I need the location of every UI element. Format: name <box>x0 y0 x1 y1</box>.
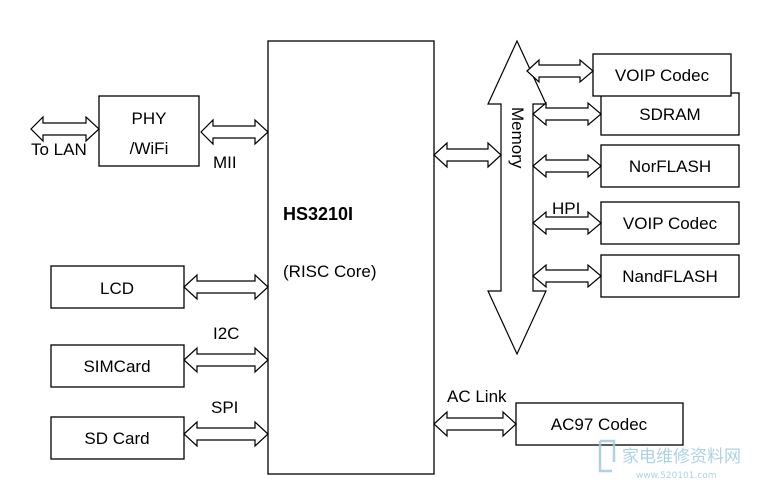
hpi-label: HPI <box>552 199 580 218</box>
lcd-block <box>50 265 185 309</box>
voip-codec-top-label: VOIP Codec <box>615 66 710 85</box>
nandflash-label: NandFLASH <box>622 267 717 286</box>
watermark: 家电维修资料网 www.520101.com <box>598 439 741 481</box>
lcd-link-arrow <box>183 273 269 301</box>
ac-link-arrow <box>433 410 517 438</box>
watermark-text: 家电维修资料网 <box>622 447 741 467</box>
norflash-arrow <box>532 153 602 179</box>
ac97-codec-label: AC97 Codec <box>551 415 648 434</box>
watermark-logo-icon <box>598 439 616 473</box>
sdcard-label: SD Card <box>84 429 149 448</box>
cpu-memory-arrow <box>433 141 502 169</box>
voip-codec-top-arrow <box>526 58 594 84</box>
norflash-label: NorFLASH <box>629 157 711 176</box>
to-lan-label: To LAN <box>31 140 87 159</box>
cpu-core-label: (RISC Core) <box>283 262 377 281</box>
sdram-label: SDRAM <box>639 105 700 124</box>
simcard-block <box>50 344 185 388</box>
lcd-label: LCD <box>100 279 134 298</box>
sdcard-block <box>50 416 185 460</box>
i2c-link-arrow <box>183 346 269 374</box>
ac97-codec-block <box>515 402 684 446</box>
cpu-name-label: HS3210I <box>283 204 353 224</box>
sdram-block <box>600 92 740 136</box>
ac-link-label: AC Link <box>447 387 507 406</box>
wifi-label: /WiFi <box>130 139 169 158</box>
memory-bus-arrow <box>487 39 547 356</box>
i2c-label: I2C <box>213 324 239 343</box>
to-lan-arrow <box>30 115 100 143</box>
mii-label: MII <box>213 153 237 172</box>
mii-arrow <box>200 118 269 146</box>
simcard-label: SIMCard <box>83 357 150 376</box>
spi-link-arrow <box>183 420 269 448</box>
watermark-url: www.520101.com <box>636 471 717 481</box>
phy-wifi-block <box>98 95 200 167</box>
memory-label: Memory <box>508 107 527 169</box>
voip-codec-hpi-arrow <box>532 210 602 236</box>
sdram-arrow <box>532 101 602 127</box>
voip-codec-hpi-label: VOIP Codec <box>623 214 718 233</box>
voip-codec-top-block <box>592 53 732 97</box>
nandflash-arrow <box>532 263 602 289</box>
spi-label: SPI <box>211 398 238 417</box>
phy-label: PHY <box>132 109 167 128</box>
norflash-block <box>600 144 740 188</box>
cpu-block <box>267 40 435 475</box>
